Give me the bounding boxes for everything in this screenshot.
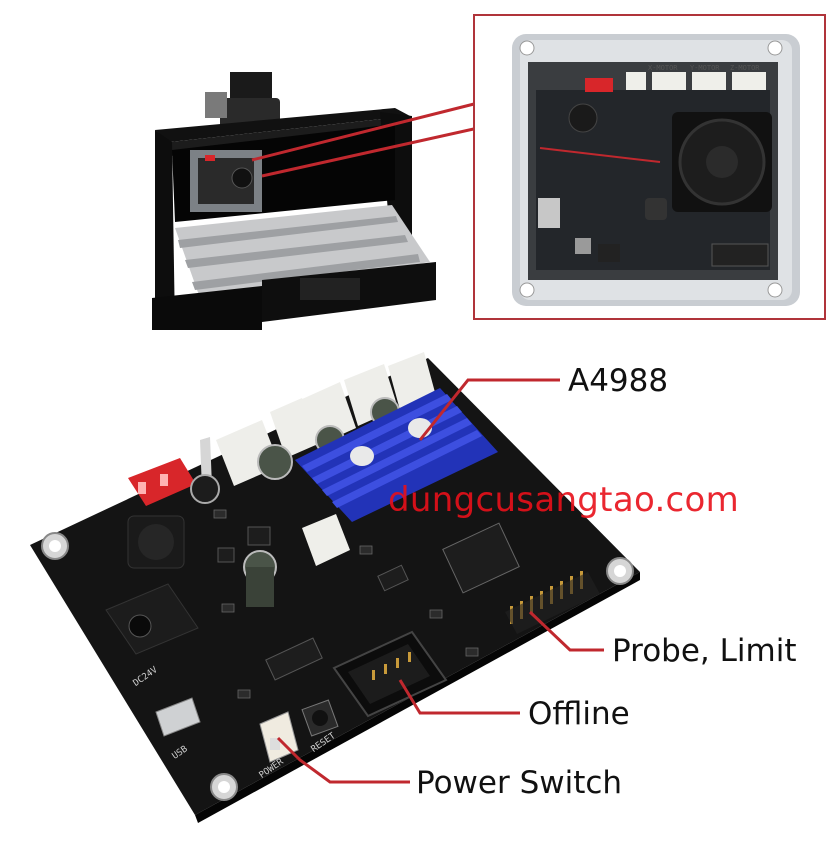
callout-a4988: A4988 <box>568 363 669 399</box>
leader-a4988 <box>418 378 560 441</box>
leader-probe-limit <box>528 610 604 652</box>
callout-power-switch: Power Switch <box>416 765 623 801</box>
silk-y-motor: Y-MOTOR <box>690 64 720 72</box>
controller-board <box>30 352 640 823</box>
silk-z-motor: Z-MOTOR <box>730 64 760 72</box>
enclosure-inset <box>473 14 826 320</box>
cnc-machine-photo <box>152 72 479 330</box>
silk-x-motor: X-MOTOR <box>648 64 678 72</box>
callout-leaders <box>276 378 604 784</box>
leader-offline <box>398 679 520 715</box>
leader-power-switch <box>276 736 410 784</box>
callout-offline: Offline <box>528 696 630 732</box>
watermark: dungcusangtao.com <box>388 480 740 520</box>
callout-probe-limit: Probe, Limit <box>612 633 797 669</box>
